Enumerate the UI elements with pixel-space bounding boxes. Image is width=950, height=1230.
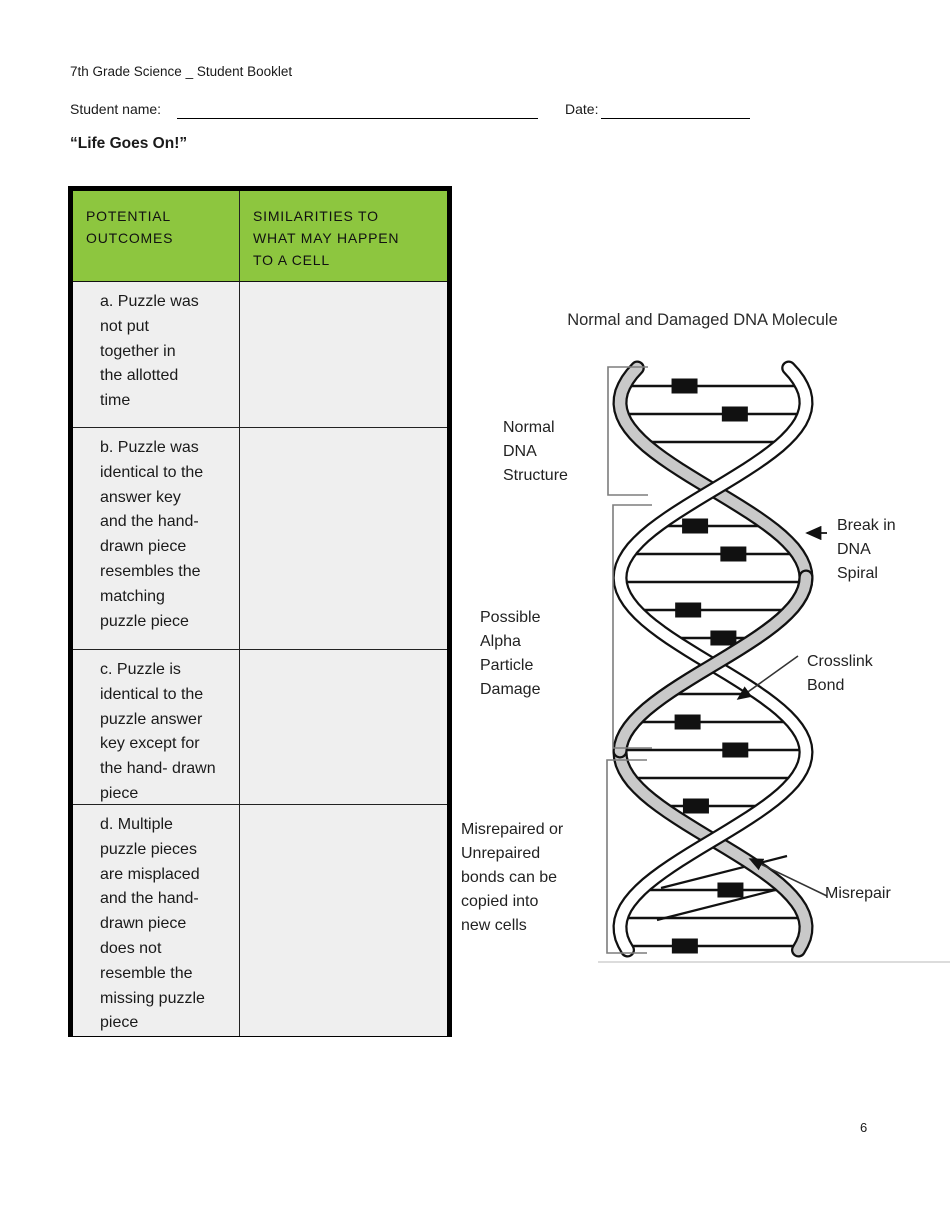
- label-possible-alpha-particle-damage: Possible Alpha Particle Damage: [480, 609, 541, 698]
- label-normal-dna-structure: Normal DNA Structure: [503, 419, 568, 484]
- bracket-normal-dna: [607, 366, 648, 496]
- date-blank[interactable]: [601, 103, 750, 119]
- table-row-a-outcome: a. Puzzle was not put together in the al…: [73, 282, 240, 428]
- date-label: Date:: [565, 101, 599, 117]
- page-number: 6: [860, 1120, 868, 1135]
- outcomes-table: POTENTIAL OUTCOMES SIMILARITIES TO WHAT …: [68, 186, 452, 1037]
- figure-annotations: [598, 366, 950, 963]
- table-row-a-answer-cell[interactable]: [240, 282, 447, 428]
- table-row-d-answer-cell[interactable]: [240, 805, 447, 1037]
- table-row-b-outcome: b. Puzzle was identical to the answer ke…: [73, 428, 240, 650]
- label-misrepair: Misrepair: [825, 885, 891, 902]
- label-crosslink-bond: Crosslink Bond: [807, 653, 873, 694]
- booklet-header: 7th Grade Science _ Student Booklet: [70, 64, 293, 79]
- student-name-label: Student name:: [70, 101, 162, 117]
- table-header-similarities: SIMILARITIES TO WHAT MAY HAPPEN TO A CEL…: [240, 191, 447, 282]
- misrepair-arrow: [748, 858, 828, 897]
- dna-helix-svg: [598, 360, 950, 963]
- page-title: “Life Goes On!”: [70, 135, 188, 152]
- dna-figure: Normal and Damaged DNA Molecule Normal D…: [455, 300, 950, 980]
- crosslink-arrow: [736, 655, 799, 700]
- bracket-misrepaired: [606, 759, 647, 954]
- table-row-b-answer-cell[interactable]: [240, 428, 447, 650]
- table-row-c-answer-cell[interactable]: [240, 650, 447, 805]
- helix-ribbons: [612, 360, 814, 958]
- student-name-blank[interactable]: [177, 103, 538, 119]
- table-header-potential-outcomes: POTENTIAL OUTCOMES: [73, 191, 240, 282]
- bracket-alpha-damage: [612, 504, 652, 749]
- table-row-c-outcome: c. Puzzle is identical to the puzzle ans…: [73, 650, 240, 805]
- label-misrepaired-unrepaired-bonds: Misrepaired or Unrepaired bonds can be c…: [461, 821, 564, 934]
- table-row-d-outcome: d. Multiple puzzle pieces are misplaced …: [73, 805, 240, 1037]
- dna-figure-title: Normal and Damaged DNA Molecule: [567, 311, 838, 329]
- label-break-in-dna-spiral: Break in DNA Spiral: [837, 517, 896, 582]
